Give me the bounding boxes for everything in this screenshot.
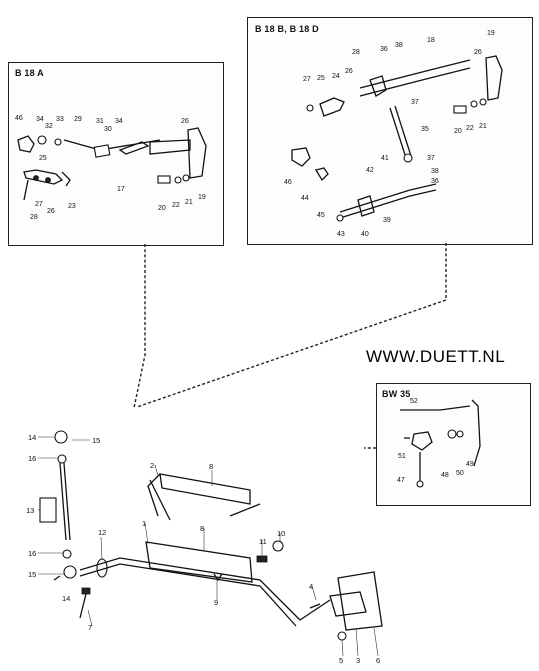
label-b18bd-28: 28 (352, 49, 360, 56)
bw35-drawing (400, 399, 481, 488)
label-main-10: 10 (277, 529, 285, 538)
label-b18bd-42: 42 (366, 167, 374, 174)
label-b18a-26b: 26 (47, 208, 55, 215)
connector-b18a (133, 244, 146, 409)
label-b18bd-26b: 26 (345, 68, 353, 75)
label-b18bd-36b: 36 (431, 178, 439, 185)
label-main-16b: 16 (28, 549, 36, 558)
label-main-16a: 16 (28, 454, 36, 463)
label-b18a-27: 27 (35, 201, 43, 208)
label-b18bd-41: 41 (381, 155, 389, 162)
label-b18bd-46: 46 (284, 179, 292, 186)
label-main-6: 6 (376, 656, 380, 665)
label-b18a-26: 26 (181, 118, 189, 125)
label-main-7: 7 (88, 623, 92, 632)
label-main-3: 3 (356, 656, 360, 665)
label-b18bd-22: 22 (466, 125, 474, 132)
label-b18bd-26: 26 (474, 49, 482, 56)
label-bw35-49: 49 (466, 461, 474, 468)
label-b18bd-43: 43 (337, 231, 345, 238)
label-b18a-46: 46 (15, 115, 23, 122)
label-b18a-23: 23 (68, 203, 76, 210)
label-main-14b: 14 (62, 594, 70, 603)
label-b18bd-45: 45 (317, 212, 325, 219)
label-bw35-47: 47 (397, 477, 405, 484)
label-b18a-34a: 34 (36, 116, 44, 123)
label-b18bd-36: 36 (380, 46, 388, 53)
label-b18a-31: 31 (96, 118, 104, 125)
label-b18bd-44: 44 (301, 195, 309, 202)
inset-b18a (8, 62, 224, 246)
label-main-13: 13 (26, 506, 34, 515)
label-b18bd-39: 39 (383, 217, 391, 224)
label-main-4: 4 (309, 582, 313, 591)
label-main-9: 9 (214, 598, 218, 607)
label-b18bd-38: 38 (395, 42, 403, 49)
label-b18bd-38b: 38 (431, 168, 439, 175)
leaders (38, 436, 379, 657)
b18a-drawing (17, 127, 207, 201)
label-bw35-48: 48 (441, 472, 449, 479)
label-bw35-51: 51 (398, 453, 406, 460)
label-b18bd-37: 37 (411, 99, 419, 106)
label-main-15b: 15 (28, 570, 36, 579)
label-main-1: 1 (142, 519, 146, 528)
inset-b18a-title: B 18 A (15, 68, 44, 78)
label-main-8b: 8 (200, 524, 204, 533)
label-b18bd-21: 21 (479, 123, 487, 130)
main-drawing (39, 430, 383, 641)
label-b18bd-19: 19 (487, 30, 495, 37)
label-b18bd-18: 18 (427, 37, 435, 44)
label-b18a-22: 22 (172, 202, 180, 209)
label-b18a-21: 21 (185, 199, 193, 206)
inset-b18bd (247, 17, 533, 245)
inset-b18bd-title: B 18 B, B 18 D (255, 24, 319, 34)
label-main-5: 5 (339, 656, 343, 665)
label-b18a-28: 28 (30, 214, 38, 221)
label-bw35-52: 52 (410, 398, 418, 405)
label-b18bd-40: 40 (361, 231, 369, 238)
label-b18bd-27: 27 (303, 76, 311, 83)
label-b18bd-20: 20 (454, 128, 462, 135)
label-b18bd-24: 24 (332, 73, 340, 80)
label-main-11: 11 (259, 537, 267, 546)
label-b18bd-35: 35 (421, 126, 429, 133)
b18bd-drawing (291, 55, 503, 222)
label-b18a-17: 17 (117, 186, 125, 193)
label-main-12: 12 (98, 528, 106, 537)
label-b18bd-37b: 37 (427, 155, 435, 162)
label-bw35-50: 50 (456, 470, 464, 477)
label-b18a-32: 32 (45, 123, 53, 130)
label-main-2: 2 (150, 461, 154, 470)
label-main-8a: 8 (209, 462, 213, 471)
label-b18a-19: 19 (198, 194, 206, 201)
label-b18a-20: 20 (158, 205, 166, 212)
label-main-14a: 14 (28, 433, 36, 442)
label-b18a-29: 29 (74, 116, 82, 123)
label-b18bd-25: 25 (317, 75, 325, 82)
label-b18a-34b: 34 (115, 118, 123, 125)
label-main-15a: 15 (92, 436, 100, 445)
label-b18a-30: 30 (104, 126, 112, 133)
inset-bw35-title: BW 35 (382, 389, 411, 399)
label-b18a-33: 33 (56, 116, 64, 123)
label-b18a-25: 25 (39, 155, 47, 162)
inset-bw35 (376, 383, 531, 506)
watermark-text: WWW.DUETT.NL (366, 347, 506, 366)
